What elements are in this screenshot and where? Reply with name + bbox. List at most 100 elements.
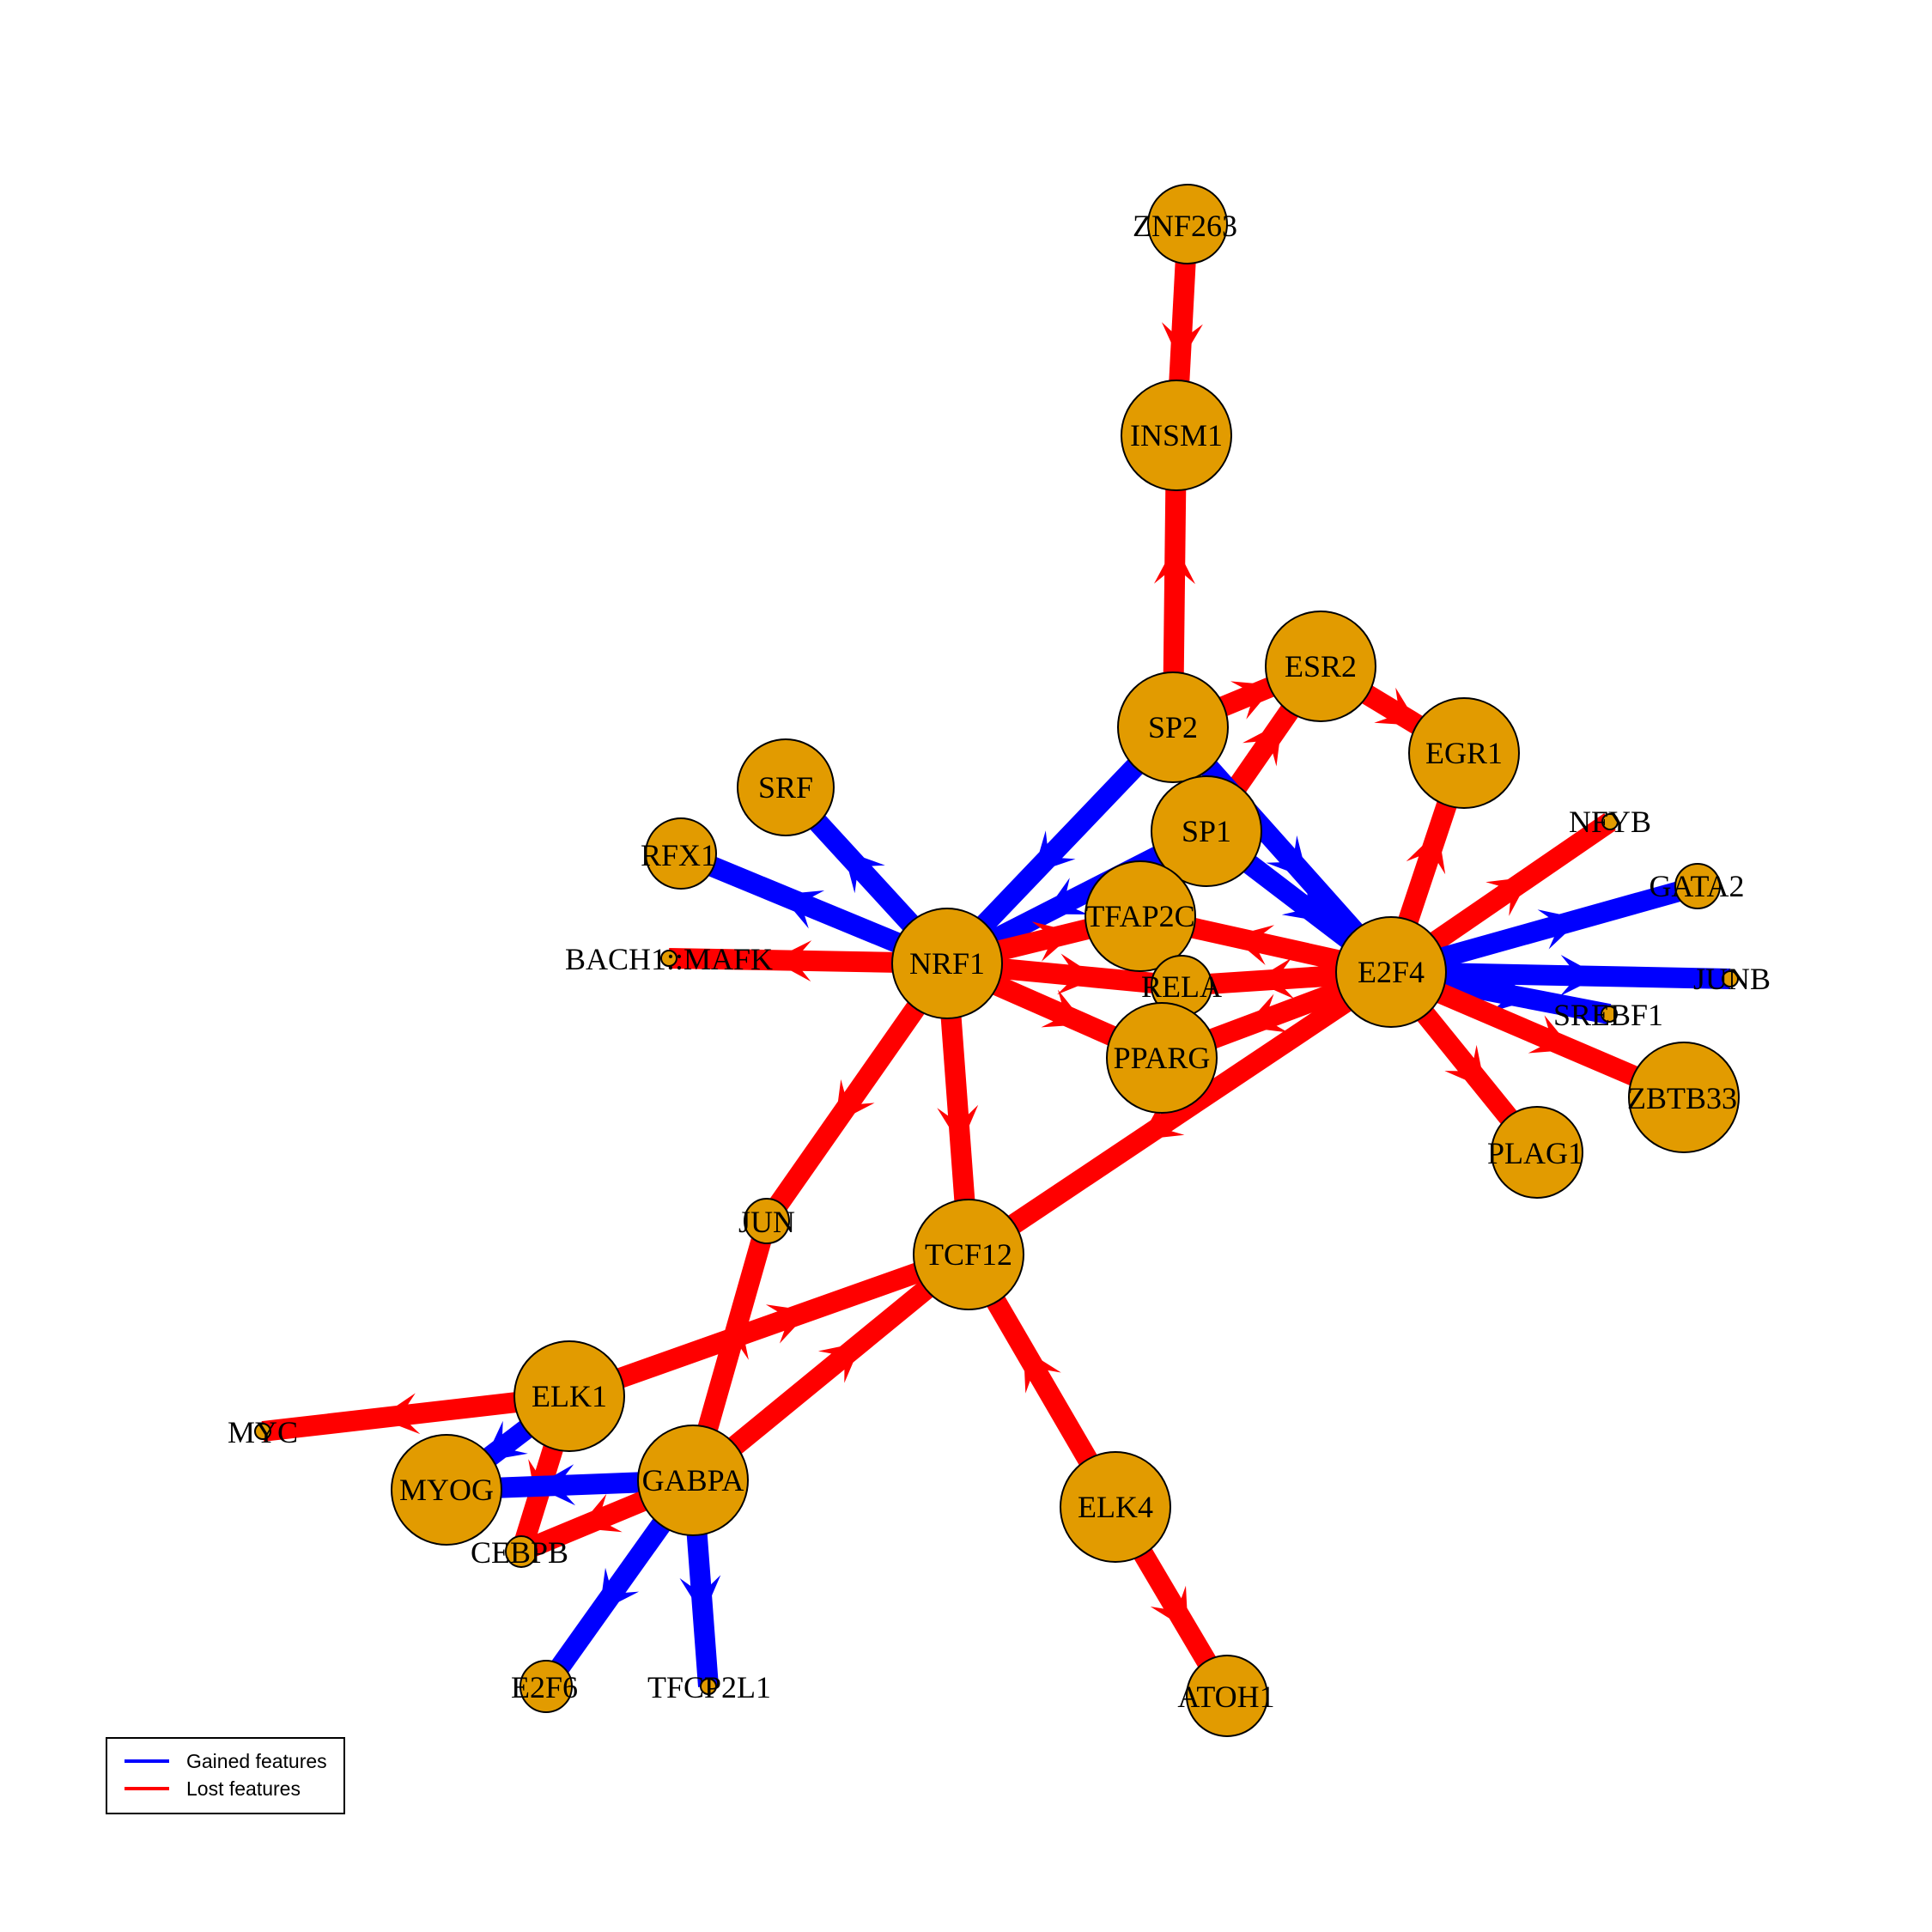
node-circle [913,1199,1024,1310]
edge-arrowhead [1230,681,1275,720]
node-circle [744,1198,790,1244]
node-insm1: INSM1 [1121,380,1232,491]
node-label: CEBPB [471,1535,568,1570]
node-label: ZBTB33 [1627,1081,1737,1115]
node-label: PPARG [1114,1041,1211,1075]
node-label: MYC [228,1415,298,1449]
node-e2f6: E2F6 [511,1660,578,1713]
node-label: ELK1 [532,1379,607,1413]
node-circle [737,738,835,836]
node-circle [1147,184,1228,264]
node-tfcp2l1: TFCP2L1 [647,1670,771,1704]
legend: Gained features Lost features [106,1737,345,1814]
edge-arrowhead [1043,878,1089,914]
edge-arrowhead [835,1078,875,1124]
node-label: MYOG [399,1473,494,1507]
node-label: NRF1 [909,946,985,981]
node-circle [1121,380,1232,491]
edge-e2f4-to-tcf12 [963,963,1397,1263]
edge-arrowhead [1537,909,1582,950]
node-label: ESR2 [1285,649,1357,683]
node-jun: JUN [738,1198,795,1244]
node-rela: RELA [1141,955,1222,1017]
legend-label-gained: Gained features [186,1749,327,1772]
node-label: EGR1 [1425,736,1503,770]
edge-arrowhead [843,850,885,894]
node-label: TFCP2L1 [647,1670,771,1704]
edge-line [565,1244,973,1406]
node-gata2: GATA2 [1649,863,1745,909]
edge-elk1-to-tcf12 [565,1244,973,1406]
edge-line [963,963,1397,1263]
node-myc: MYC [228,1415,298,1449]
node-cebpb: CEBPB [471,1535,568,1570]
edge-arrowhead [1057,953,1098,995]
node-esr2: ESR2 [1265,611,1376,722]
node-label: E2F4 [1358,955,1425,989]
edge-arrowhead [1559,955,1601,996]
node-plag1: PLAG1 [1487,1106,1583,1199]
node-myog: MYOG [391,1434,502,1546]
node-bach1: BACH1::MAFK [565,942,773,976]
edge-arrowhead [1033,830,1076,873]
edge-arrowhead [1150,1585,1188,1631]
node-circle [700,1678,717,1695]
node-junb: JUNB [1693,962,1771,996]
node-atoh1: ATOH1 [1177,1655,1275,1737]
edge-arrowhead [378,1393,421,1435]
edge-arrowhead [937,1104,979,1146]
edge-arrowhead [535,1464,576,1506]
edge-arrowhead [1139,1100,1185,1140]
node-label: JUNB [1693,962,1771,996]
node-label: TFAP2C [1085,899,1194,933]
node-label: RELA [1141,969,1222,1004]
node-label: SP2 [1148,710,1198,744]
node-elk4: ELK4 [1060,1451,1171,1563]
node-nrf1: NRF1 [891,908,1003,1019]
edge-arrowhead [1243,993,1289,1033]
node-nfyb: NFYB [1569,805,1651,839]
edge-arrowhead [771,940,812,982]
node-circle [1628,1042,1740,1153]
node-circle [1601,1005,1618,1023]
node-e2f4: E2F4 [1335,916,1447,1028]
node-label: GATA2 [1649,869,1744,903]
node-circle [1491,1106,1583,1199]
edge-arrowhead [1528,1015,1573,1054]
node-label: ZNF263 [1133,209,1237,243]
edge-arrowhead [1485,877,1530,916]
legend-item-gained: Gained features [125,1749,327,1773]
node-label: E2F6 [511,1670,578,1704]
node-circle [1106,1002,1218,1114]
node-srebf1: SREBF1 [1553,998,1663,1032]
node-circle [1265,611,1376,722]
node-label: TCF12 [925,1237,1012,1272]
node-circle [519,1660,573,1713]
node-circle [1674,863,1721,909]
node-label: NFYB [1569,805,1651,839]
node-label: BACH1::MAFK [565,942,773,976]
node-sp1: SP1 [1151,775,1262,887]
edge-arrowhead [679,1575,721,1616]
edge-arrowhead [483,1420,528,1461]
node-label: INSM1 [1130,418,1223,453]
node-circle [1335,916,1447,1028]
node-circle [660,950,677,967]
edge-gabpa-to-tcf12 [686,1246,975,1489]
node-znf263: ZNF263 [1133,184,1237,264]
edge-arrowhead [1281,882,1326,922]
node-circle [1151,775,1262,887]
node-label: RFX1 [641,838,716,872]
node-label: GABPA [642,1463,744,1498]
edge-line [686,1246,975,1489]
node-egr1: EGR1 [1408,697,1520,809]
node-label: SRF [758,770,813,805]
edge-arrowhead [765,1304,811,1344]
node-circle [1117,671,1229,783]
node-circle [637,1425,749,1536]
node-sp2: SP2 [1117,671,1229,783]
edge-arrowhead [780,890,825,929]
edge-arrowhead [1444,1044,1485,1089]
node-gabpa: GABPA [637,1425,749,1536]
